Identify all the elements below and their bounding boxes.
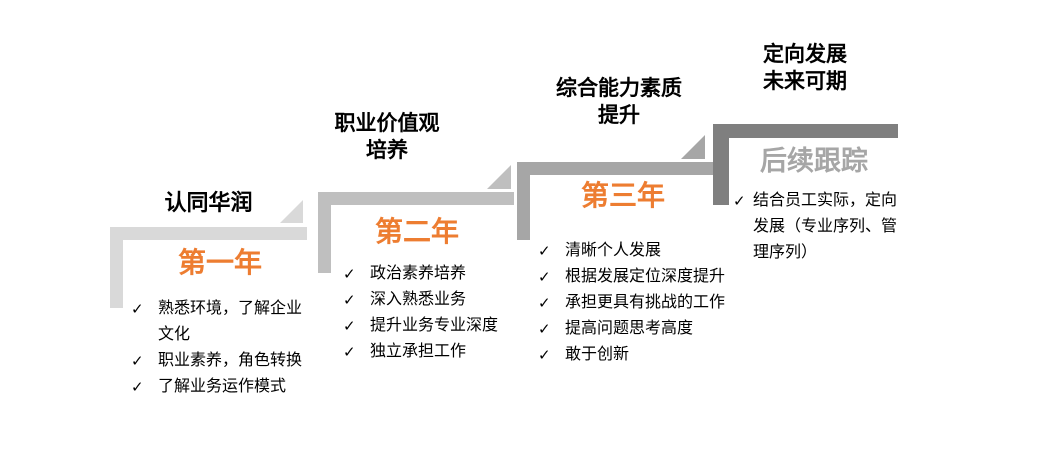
checklist-item: ✓ 政治素养培养 <box>343 261 546 287</box>
check-icon: ✓ <box>131 352 144 370</box>
check-icon: ✓ <box>131 378 144 396</box>
step-header: 综合能力素质 提升 <box>556 76 682 127</box>
check-icon: ✓ <box>343 265 356 283</box>
checklist-item: ✓ 提高问题思考高度 <box>538 316 741 342</box>
checklist-item-text: 根据发展定位深度提升 <box>565 268 726 285</box>
checklist-item: ✓ 独立承担工作 <box>343 339 546 365</box>
checklist: ✓ 结合员工实际，定向发展（专业序列、管理序列） <box>733 188 903 266</box>
checklist: ✓ 清晰个人发展 ✓ 根据发展定位深度提升 ✓ 承担更具有挑战的工作 ✓ 提高问… <box>538 238 741 368</box>
checklist-item: ✓ 根据发展定位深度提升 <box>538 264 741 290</box>
check-icon: ✓ <box>538 242 551 260</box>
check-icon: ✓ <box>343 343 356 361</box>
triangle-arrow-icon <box>487 165 511 189</box>
checklist: ✓ 政治素养培养 ✓ 深入熟悉业务 ✓ 提升业务专业深度 ✓ 独立承担工作 <box>343 261 546 365</box>
check-icon: ✓ <box>538 268 551 286</box>
checklist-item: ✓ 熟悉环境，了解企业文化 <box>131 296 308 348</box>
step-header: 认同华润 <box>164 190 253 215</box>
checklist-item: ✓ 承担更具有挑战的工作 <box>538 290 741 316</box>
checklist-item-text: 政治素养培养 <box>370 265 467 282</box>
bracket-horizontal-bar <box>713 124 898 138</box>
check-icon: ✓ <box>538 320 551 338</box>
checklist-item-text: 熟悉环境，了解企业文化 <box>158 300 303 343</box>
checklist-item-text: 深入熟悉业务 <box>370 291 467 308</box>
bracket-horizontal-bar <box>318 192 514 205</box>
checklist-item-text: 结合员工实际，定向发展（专业序列、管理序列） <box>753 192 898 261</box>
checklist-item-text: 清晰个人发展 <box>565 242 662 259</box>
checklist-item-text: 敢于创新 <box>565 346 630 363</box>
checklist-item-text: 独立承担工作 <box>370 343 467 360</box>
triangle-arrow-icon <box>681 135 705 159</box>
check-icon: ✓ <box>131 300 144 318</box>
checklist-item: ✓ 清晰个人发展 <box>538 238 741 264</box>
checklist-item-text: 提升业务专业深度 <box>370 317 499 334</box>
bracket-vertical-bar <box>110 227 123 308</box>
check-icon: ✓ <box>733 192 746 210</box>
step-header: 职业价值观 培养 <box>334 111 440 162</box>
checklist-item: ✓ 结合员工实际，定向发展（专业序列、管理序列） <box>733 188 903 266</box>
step-title: 第一年 <box>177 246 262 279</box>
checklist-item: ✓ 了解业务运作模式 <box>131 374 308 400</box>
checklist: ✓ 熟悉环境，了解企业文化 ✓ 职业素养，角色转换 ✓ 了解业务运作模式 <box>131 296 308 400</box>
checklist-item-text: 提高问题思考高度 <box>565 320 694 337</box>
bracket-vertical-bar <box>713 124 729 205</box>
step-title: 第三年 <box>580 179 665 212</box>
bracket-vertical-bar <box>517 162 530 240</box>
check-icon: ✓ <box>343 317 356 335</box>
check-icon: ✓ <box>538 294 551 312</box>
step-title: 第二年 <box>374 215 459 248</box>
checklist-item-text: 职业素养，角色转换 <box>158 352 303 369</box>
checklist-item-text: 了解业务运作模式 <box>158 378 287 395</box>
bracket-vertical-bar <box>318 192 331 273</box>
bracket-horizontal-bar <box>110 227 307 240</box>
checklist-item: ✓ 提升业务专业深度 <box>343 313 546 339</box>
step-title: 后续跟踪 <box>760 146 868 176</box>
check-icon: ✓ <box>343 291 356 309</box>
checklist-item: ✓ 深入熟悉业务 <box>343 287 546 313</box>
bracket-horizontal-bar <box>517 162 715 175</box>
checklist-item: ✓ 职业素养，角色转换 <box>131 348 308 374</box>
checklist-item: ✓ 敢于创新 <box>538 342 741 368</box>
checklist-item-text: 承担更具有挑战的工作 <box>565 294 726 311</box>
step-header: 定向发展 未来可期 <box>763 42 847 93</box>
check-icon: ✓ <box>538 346 551 364</box>
